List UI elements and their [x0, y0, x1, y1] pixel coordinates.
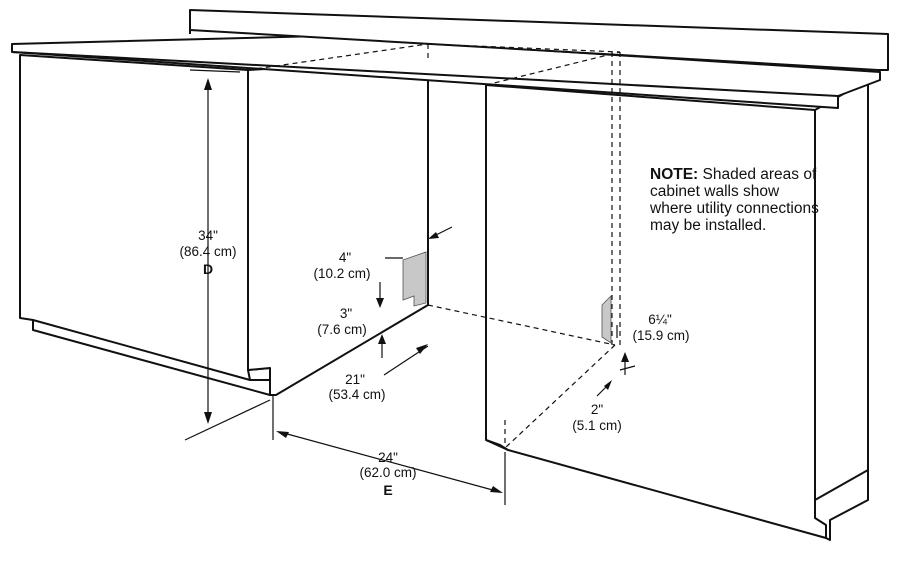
right-cabinet — [485, 79, 869, 541]
height-letter: D — [203, 261, 213, 277]
right-area-offset-imperial: 2" — [591, 402, 604, 417]
width-letter: E — [383, 482, 392, 498]
utility-note: NOTE: Shaded areas of cabinet walls show… — [650, 166, 820, 234]
left-cabinet — [19, 54, 271, 396]
hidden-lines — [247, 43, 621, 449]
depth-imperial: 21" — [345, 372, 365, 387]
right-utility-area — [601, 295, 612, 344]
right-area-height-metric: (15.9 cm) — [632, 328, 689, 343]
left-area-offset-metric: (7.6 cm) — [317, 322, 367, 337]
left-area-height-imperial: 4" — [339, 250, 352, 265]
left-utility-area — [402, 251, 427, 307]
right-area-height-imperial: 6¼" — [648, 312, 672, 327]
countertop — [11, 9, 889, 109]
left-area-height-metric: (10.2 cm) — [313, 266, 370, 281]
left-side-wall — [247, 59, 429, 396]
note-text: Shaded areas of cabinet walls show where… — [650, 166, 819, 234]
width-metric: (62.0 cm) — [359, 465, 416, 480]
height-imperial: 34" — [198, 228, 218, 243]
note-heading: NOTE: — [650, 166, 699, 183]
width-imperial: 24" — [378, 450, 398, 465]
dimension-lines — [184, 69, 636, 505]
dimension-labels: 34" (86.4 cm) D 4" (10.2 cm) 3" (7.6 cm)… — [179, 228, 689, 498]
depth-metric: (53.4 cm) — [328, 387, 385, 402]
utility-areas — [402, 251, 612, 344]
right-area-offset-metric: (5.1 cm) — [572, 418, 622, 433]
left-area-offset-imperial: 3" — [340, 306, 353, 321]
height-metric: (86.4 cm) — [179, 244, 236, 259]
